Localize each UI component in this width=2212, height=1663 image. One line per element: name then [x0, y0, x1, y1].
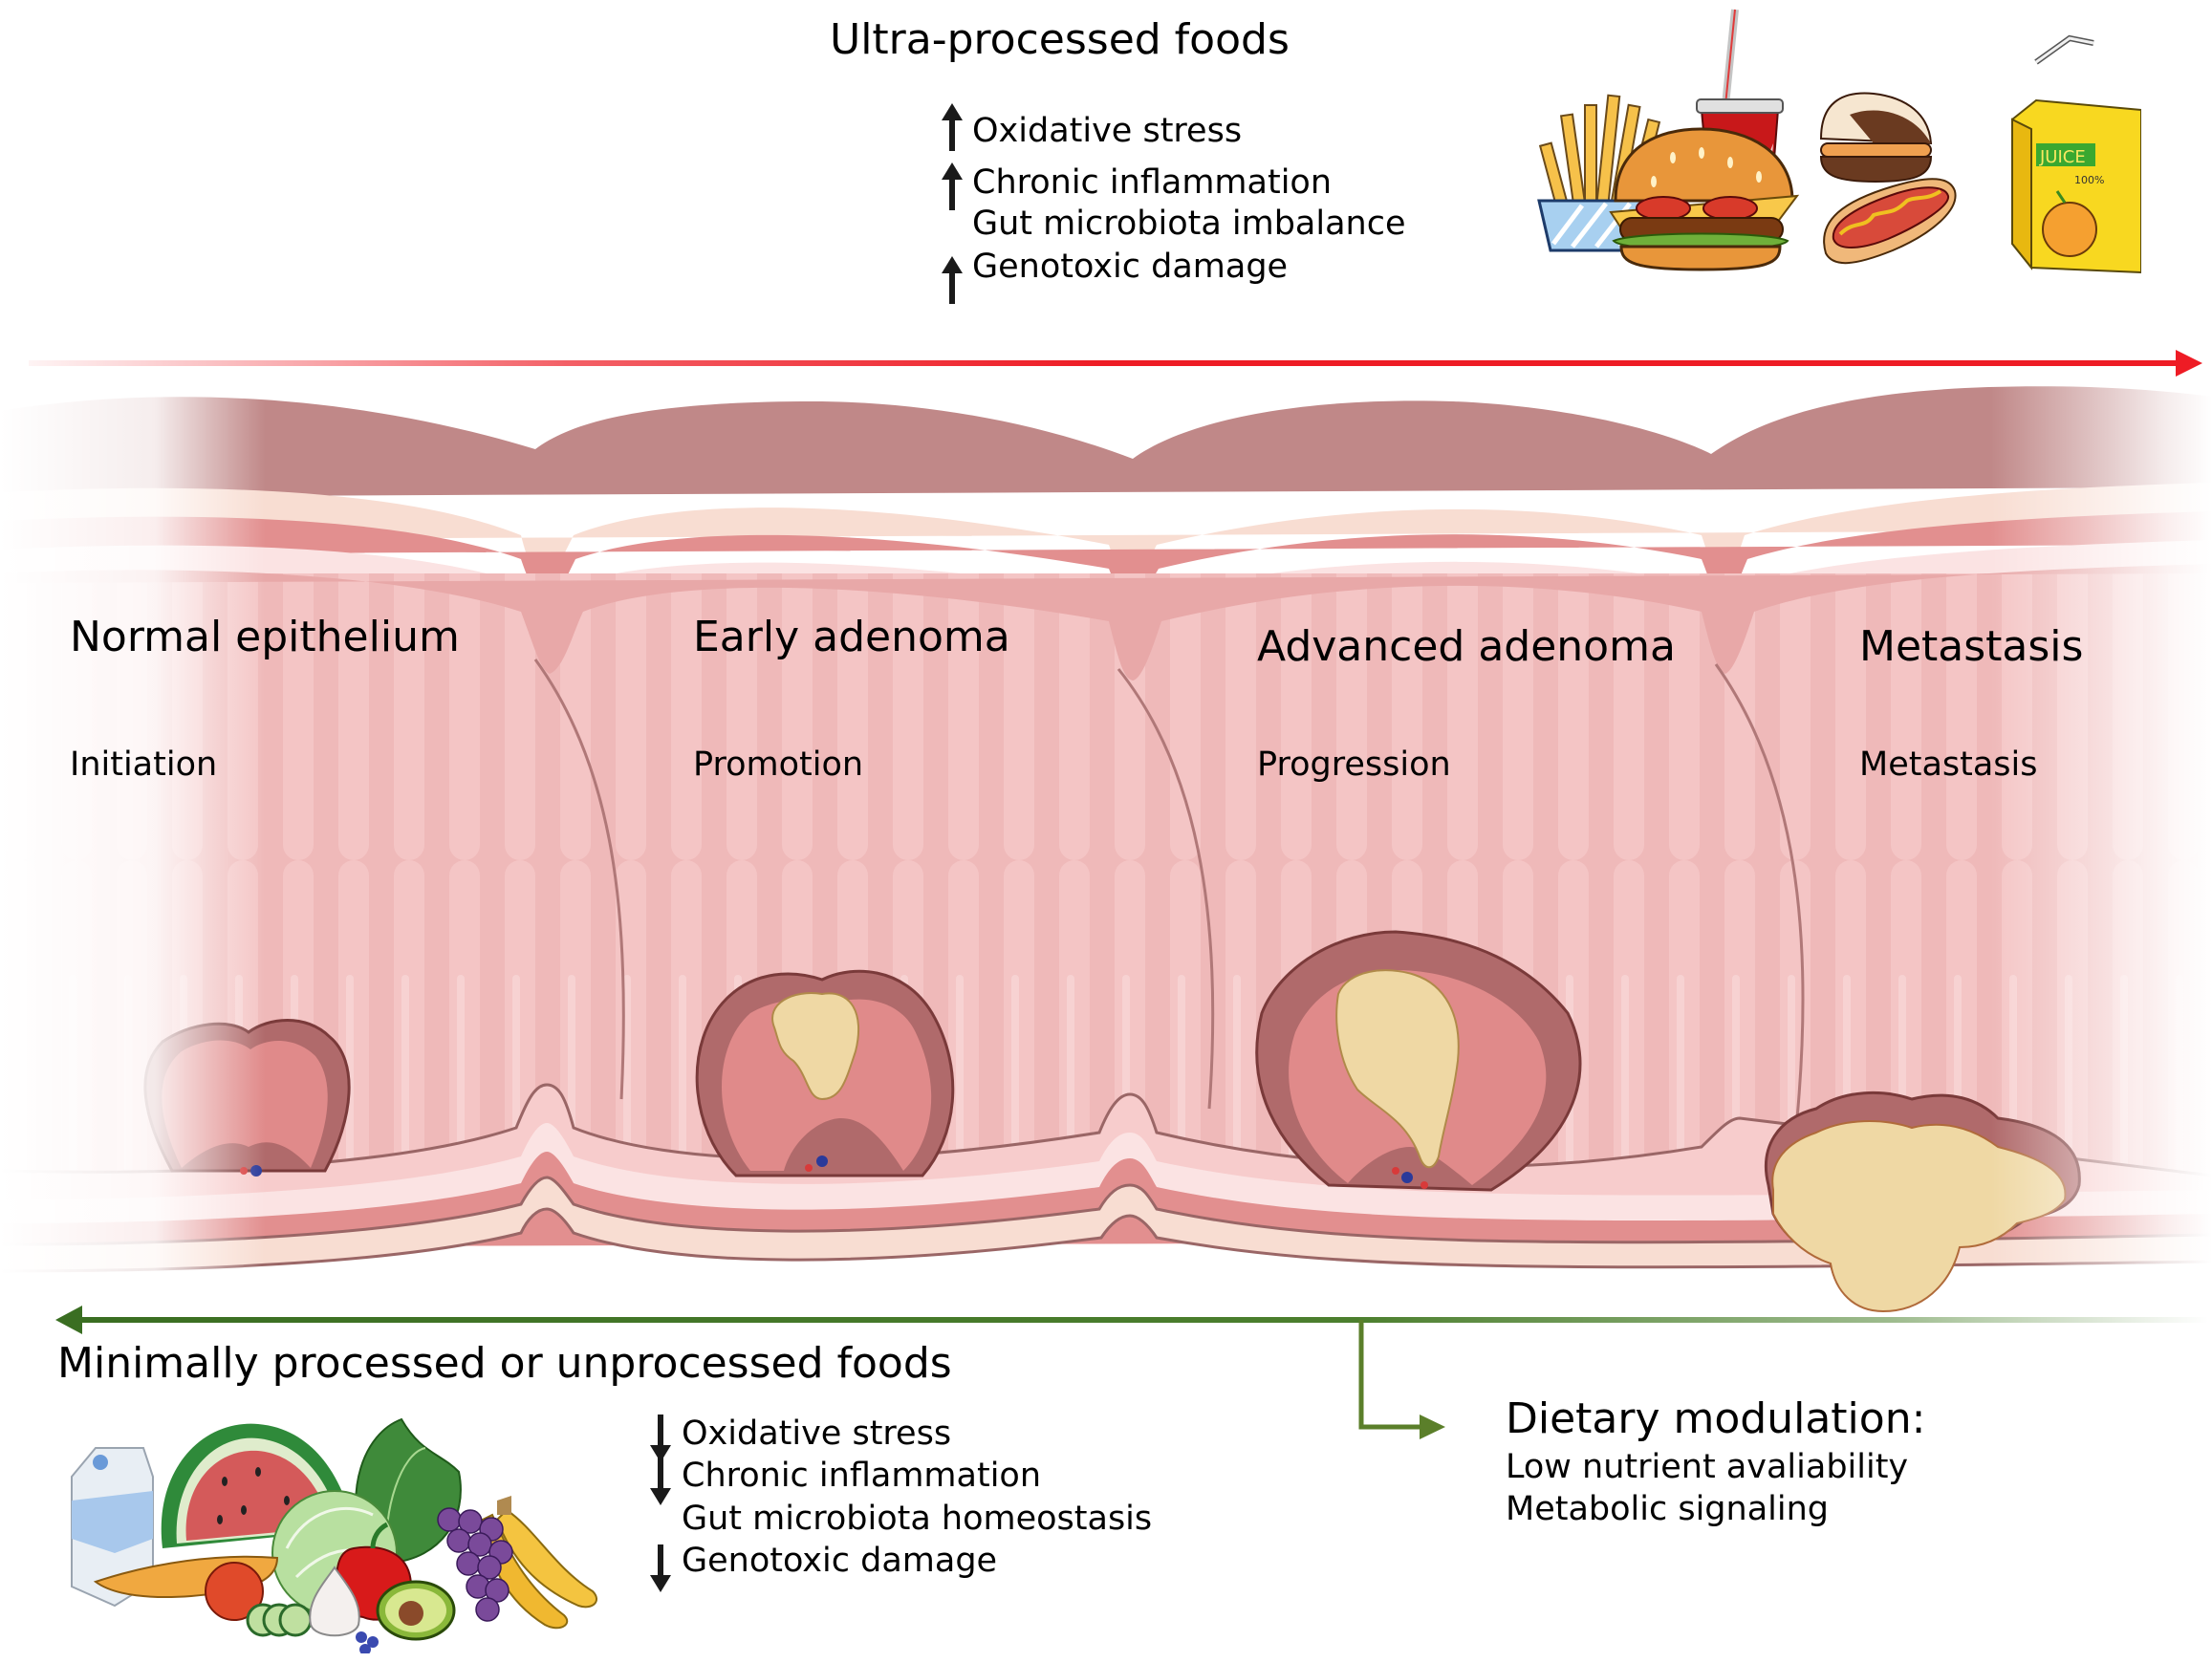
effect-genotoxic-damage: Genotoxic damage — [682, 1542, 998, 1580]
juice-label-text: JUICE — [2039, 147, 2086, 167]
stage-phase: Promotion — [693, 745, 864, 784]
apple-icon — [205, 1562, 264, 1621]
effect-genotoxic-damage: Genotoxic damage — [972, 248, 1289, 286]
modulation-item: Metabolic signaling — [1506, 1490, 1830, 1528]
arrow-up-icon — [942, 103, 963, 151]
juice-box-icon: JUICE 100% — [2011, 34, 2141, 274]
avocado-icon — [376, 1580, 456, 1641]
blueberries-icon — [356, 1631, 379, 1653]
hot-dog-icon — [1823, 178, 1957, 265]
arrow-down-icon — [650, 1544, 671, 1592]
effect-chronic-inflammation: Chronic inflammation — [972, 163, 1333, 202]
arrow-up-icon — [942, 162, 963, 210]
minimally-processed-title: Minimally processed or unprocessed foods — [57, 1339, 952, 1388]
stage-title: Early adenoma — [693, 613, 1010, 661]
ultra-processed-title: Ultra-processed foods — [830, 15, 1290, 64]
arrow-up-icon — [942, 256, 963, 304]
stage-title: Advanced adenoma — [1257, 622, 1676, 671]
grapes-icon — [437, 1507, 513, 1622]
stage-title: Metastasis — [1859, 622, 2084, 671]
effect-oxidative-stress: Oxidative stress — [972, 112, 1243, 150]
milk-carton-icon — [71, 1447, 154, 1608]
fast-food-illustration: JUICE 100% — [1537, 9, 2141, 274]
modulation-branch-arrow — [1358, 1320, 1445, 1439]
effect-chronic-inflammation: Chronic inflammation — [682, 1457, 1042, 1495]
cookie-sandwich-icon — [1819, 92, 1933, 184]
modulation-item: Low nutrient avaliability — [1506, 1448, 1909, 1486]
stage-phase: Progression — [1257, 745, 1451, 784]
whole-foods-illustration — [71, 1417, 597, 1653]
modulation-title: Dietary modulation: — [1506, 1394, 1926, 1443]
effect-oxidative-stress: Oxidative stress — [682, 1415, 952, 1453]
juice-percent-text: 100% — [2074, 174, 2104, 186]
arrow-down-icon — [650, 1458, 671, 1505]
stage-phase: Initiation — [70, 745, 218, 784]
stage-title: Normal epithelium — [70, 613, 460, 661]
progression-arrow-right — [29, 350, 2202, 377]
protective-arrow-left — [55, 1306, 2208, 1334]
effect-gut-microbiota-homeostasis: Gut microbiota homeostasis — [682, 1500, 1153, 1538]
burger-icon — [1609, 127, 1800, 271]
arrow-down-icon — [650, 1415, 671, 1462]
cucumber-icon — [246, 1603, 313, 1637]
stage-phase: Metastasis — [1859, 745, 2038, 784]
effect-gut-microbiota-imbalance: Gut microbiota imbalance — [972, 205, 1406, 243]
garlic-icon — [309, 1566, 360, 1637]
